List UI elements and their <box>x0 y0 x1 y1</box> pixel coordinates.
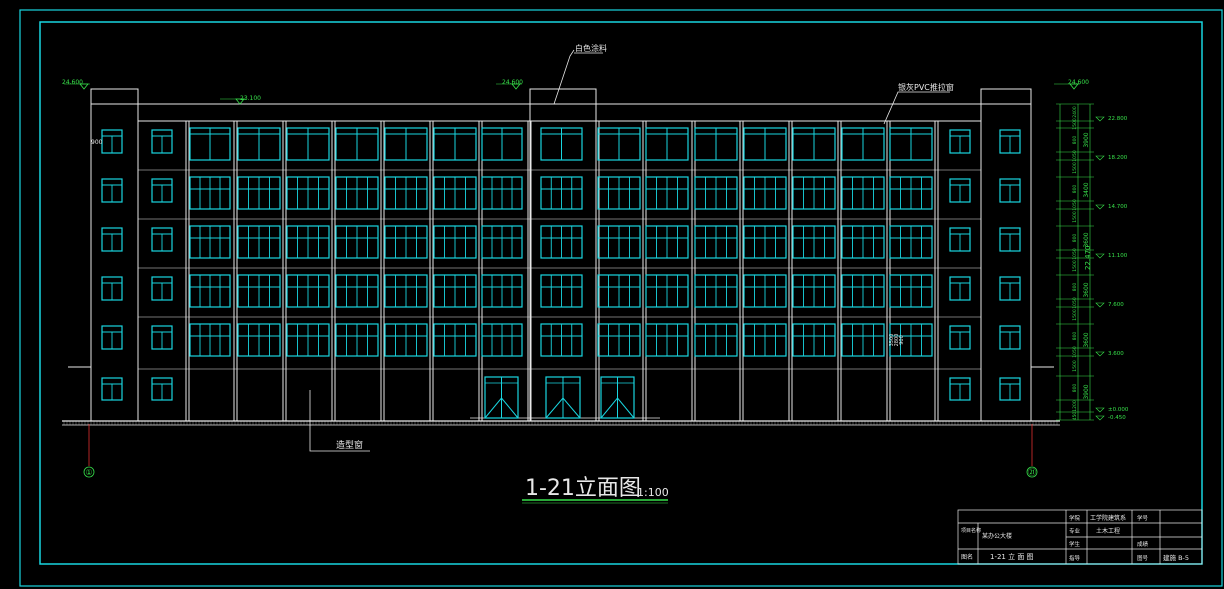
floor-height-label: 3900 <box>1083 132 1090 147</box>
drawing-scale: 1:100 <box>637 486 669 499</box>
axis-circle-left <box>83 466 95 478</box>
right-level-marker <box>1095 351 1105 357</box>
detail-dim-label: 450 <box>1072 412 1078 421</box>
total-height: 22.470 <box>1084 246 1092 271</box>
tb-major-label: 专业 <box>1069 527 1081 535</box>
detail-dim-label: 2400 <box>1072 106 1078 118</box>
tb-school-value: 工学院建筑系 <box>1090 514 1126 522</box>
right-level-label: 18.200 <box>1108 155 1128 161</box>
right-level-marker <box>1095 155 1105 161</box>
detail-dim-label: 1500 <box>1072 162 1078 174</box>
floor-height-label: 3600 <box>1083 232 1090 247</box>
stair-window-dim: 3500 <box>889 334 895 347</box>
door-swing <box>600 397 635 419</box>
tb-school-label: 学院 <box>1069 514 1081 522</box>
detail-dim-label: 1500 <box>1072 118 1078 130</box>
leader-pvc <box>883 91 950 125</box>
right-level-marker <box>1095 302 1105 308</box>
detail-dim-label: 800 <box>1072 283 1078 292</box>
tb-sheet-label: 图号 <box>1137 554 1149 562</box>
center-tower <box>529 88 597 422</box>
level-center-tower: 24.600 <box>502 79 523 86</box>
right-tower <box>980 88 1032 422</box>
annotation-feature-window: 造型窗 <box>336 439 363 451</box>
axis-label-left: ① <box>85 468 92 477</box>
right-level-label: -0.450 <box>1108 415 1126 421</box>
detail-dim-label: 1050 <box>1072 346 1078 358</box>
detail-dim-label: 800 <box>1072 136 1078 145</box>
right-level-marker <box>1095 204 1105 210</box>
outer-frame <box>19 9 1223 587</box>
annotation-pvc-window: 银灰PVC推拉窗 <box>898 82 954 92</box>
right-level-label: 11.100 <box>1108 253 1128 259</box>
axis-label-right: ㉑ <box>1028 468 1036 477</box>
right-level-label: 7.600 <box>1108 302 1124 308</box>
leader-top-finish <box>553 49 575 105</box>
tb-grade-label: 成绩 <box>1137 540 1149 548</box>
tb-sheet-value: 建施 B-5 <box>1163 553 1189 562</box>
detail-dim-label: 800 <box>1072 332 1078 341</box>
detail-dim-label: 1500 <box>1072 360 1078 372</box>
title-block <box>957 509 1203 565</box>
right-level-marker <box>1095 415 1105 421</box>
tb-student-label: 学生 <box>1069 540 1081 548</box>
right-level-marker <box>1095 253 1105 259</box>
drawing-title: 1-21立面图 <box>525 476 641 501</box>
detail-dim-label: 1050 <box>1072 199 1078 211</box>
detail-dim-label: 800 <box>1072 234 1078 243</box>
left-tower <box>90 88 139 422</box>
detail-dim-label: 1050 <box>1072 297 1078 309</box>
right-level-label: ±0.000 <box>1108 407 1129 413</box>
detail-dim-label: 1200 <box>1072 400 1078 412</box>
tb-major-value: 土木工程 <box>1096 527 1120 535</box>
detail-dim-label: 800 <box>1072 384 1078 393</box>
right-level-label: 22.800 <box>1108 116 1128 122</box>
tb-no-label: 学号 <box>1137 514 1149 522</box>
stair-window-dim: 900 <box>899 335 905 345</box>
detail-dim-label: 1050 <box>1072 248 1078 260</box>
detail-dim-label: 1500 <box>1072 309 1078 321</box>
stair-window-dim: 2800 <box>894 334 900 347</box>
detail-dim-label: 1500 <box>1072 260 1078 272</box>
tb-project-name: 某办公大楼 <box>982 532 1012 540</box>
right-level-marker <box>1095 116 1105 122</box>
door-swing <box>484 397 519 419</box>
detail-dim-label: 1500 <box>1072 211 1078 223</box>
detail-dim-label: 1050 <box>1072 150 1078 162</box>
leader-feature-window <box>309 390 370 452</box>
tb-teacher-label: 指导 <box>1069 554 1081 562</box>
door-swing <box>545 397 581 419</box>
tb-drawing-label: 图名 <box>961 553 973 561</box>
right-level-marker <box>1095 407 1105 413</box>
floor-height-label: 3600 <box>1083 282 1090 297</box>
inner-frame <box>39 21 1203 565</box>
right-level-label: 3.600 <box>1108 351 1124 357</box>
annotation-eave: 900 <box>91 139 103 146</box>
entrance-doors <box>484 376 635 419</box>
dimension-lines: 22.800 18.200 14.700 11.100 7.600 3.600 ±0.000… <box>64 83 1129 421</box>
level-mid-roof: 23.100 <box>240 95 261 102</box>
tb-drawing-name: 1-21 立 面 图 <box>990 552 1034 561</box>
level-right-parapet: 24.600 <box>1068 79 1089 86</box>
floor-height-label: 3400 <box>1083 182 1090 197</box>
floor-height-label: 3900 <box>1083 384 1090 399</box>
floor-height-label: 3600 <box>1083 332 1090 347</box>
right-level-label: 14.700 <box>1108 204 1128 210</box>
window-group <box>101 127 1021 401</box>
detail-dim-label: 800 <box>1072 185 1078 194</box>
axis-circle-right <box>1026 466 1038 478</box>
annotation-top-finish: 白色涂料 <box>575 43 607 53</box>
level-left-parapet: 24.600 <box>62 79 83 86</box>
tb-project-label: 项目名称 <box>961 527 981 534</box>
